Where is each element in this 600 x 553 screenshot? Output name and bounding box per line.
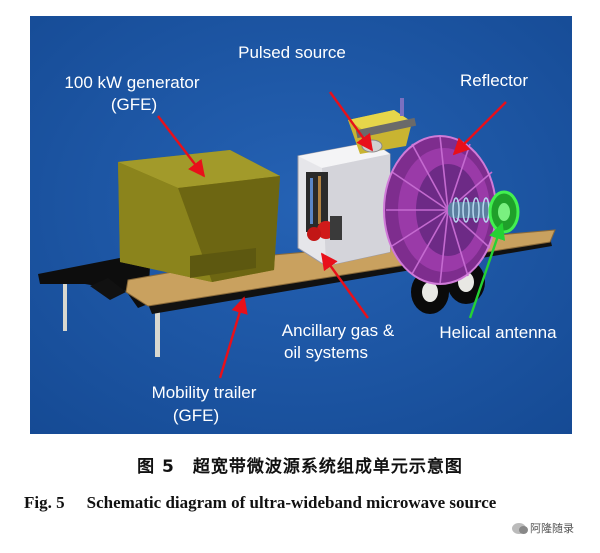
ancillary-label-line1: Ancillary gas & — [282, 321, 395, 340]
pulsed-source-callout-arrow — [329, 91, 373, 152]
wechat-icon — [512, 522, 528, 534]
reflector-callout-arrow — [452, 101, 507, 156]
watermark-text: 阿隆随录 — [530, 522, 574, 535]
trailer-label-line2: (GFE) — [173, 406, 219, 425]
watermark: 阿隆随录 — [508, 519, 578, 537]
figure-title: Schematic diagram of ultra-wideband micr… — [86, 493, 497, 512]
generator-label-line2: (GFE) — [111, 95, 157, 114]
figure-caption-chinese: 图 5 超宽带微波源系统组成单元示意图 — [137, 457, 463, 477]
figure-caption-english: Fig. 5 Schematic diagram of ultra-wideban… — [24, 493, 496, 513]
helical-antenna-label: Helical antenna — [439, 323, 557, 342]
generator-callout-arrow — [157, 115, 206, 178]
reflector-label: Reflector — [460, 71, 528, 90]
trailer-label-line1: Mobility trailer — [152, 383, 257, 402]
ancillary-cabinet — [297, 141, 391, 267]
generator-unit — [90, 150, 280, 300]
trailer-callout-arrow — [218, 296, 248, 379]
helical-antenna-callout-arrow — [468, 222, 506, 319]
callout-arrows — [157, 91, 507, 379]
ancillary-label-line2: oil systems — [284, 343, 368, 362]
pulsed-source-label: Pulsed source — [238, 43, 346, 62]
figure-number: Fig. 5 — [24, 493, 65, 512]
trailer-legs — [63, 281, 160, 357]
system-schematic-figure: 100 kW generator (GFE) Pulsed source Ref… — [30, 16, 572, 434]
ancillary-callout-arrow — [321, 252, 369, 319]
generator-label-line1: 100 kW generator — [64, 73, 199, 92]
helical-antenna — [448, 190, 520, 234]
